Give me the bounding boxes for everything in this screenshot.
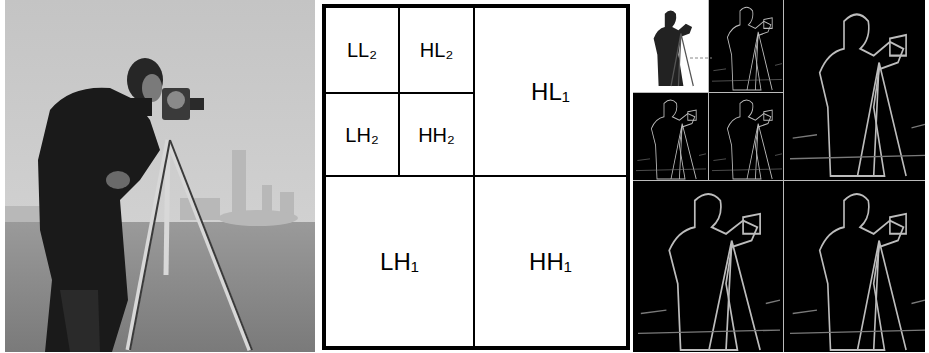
subband-label: LL₂ (347, 40, 377, 60)
ll2-subband: LL₂ (324, 6, 400, 94)
subband-label: LH₁ (380, 250, 419, 274)
subband-label: HL₂ (420, 40, 453, 60)
cameraman-photo (5, 0, 315, 352)
hl2-subband: HL₂ (398, 6, 475, 94)
subband-label: HH₁ (529, 250, 572, 274)
hh2-subband: HH₂ (398, 92, 475, 177)
hh1-subband: HH₁ (473, 175, 628, 348)
subband-label: LH₂ (345, 125, 378, 145)
subband-label: HH₂ (418, 125, 455, 145)
hl1-subband: HL₁ (473, 6, 628, 177)
lh1-subband: LH₁ (324, 175, 475, 348)
subband-label: HL₁ (531, 80, 570, 104)
diagram-frame (324, 6, 629, 349)
wavelet-decomposition (633, 0, 925, 352)
lh2-subband: LH₂ (324, 92, 400, 177)
